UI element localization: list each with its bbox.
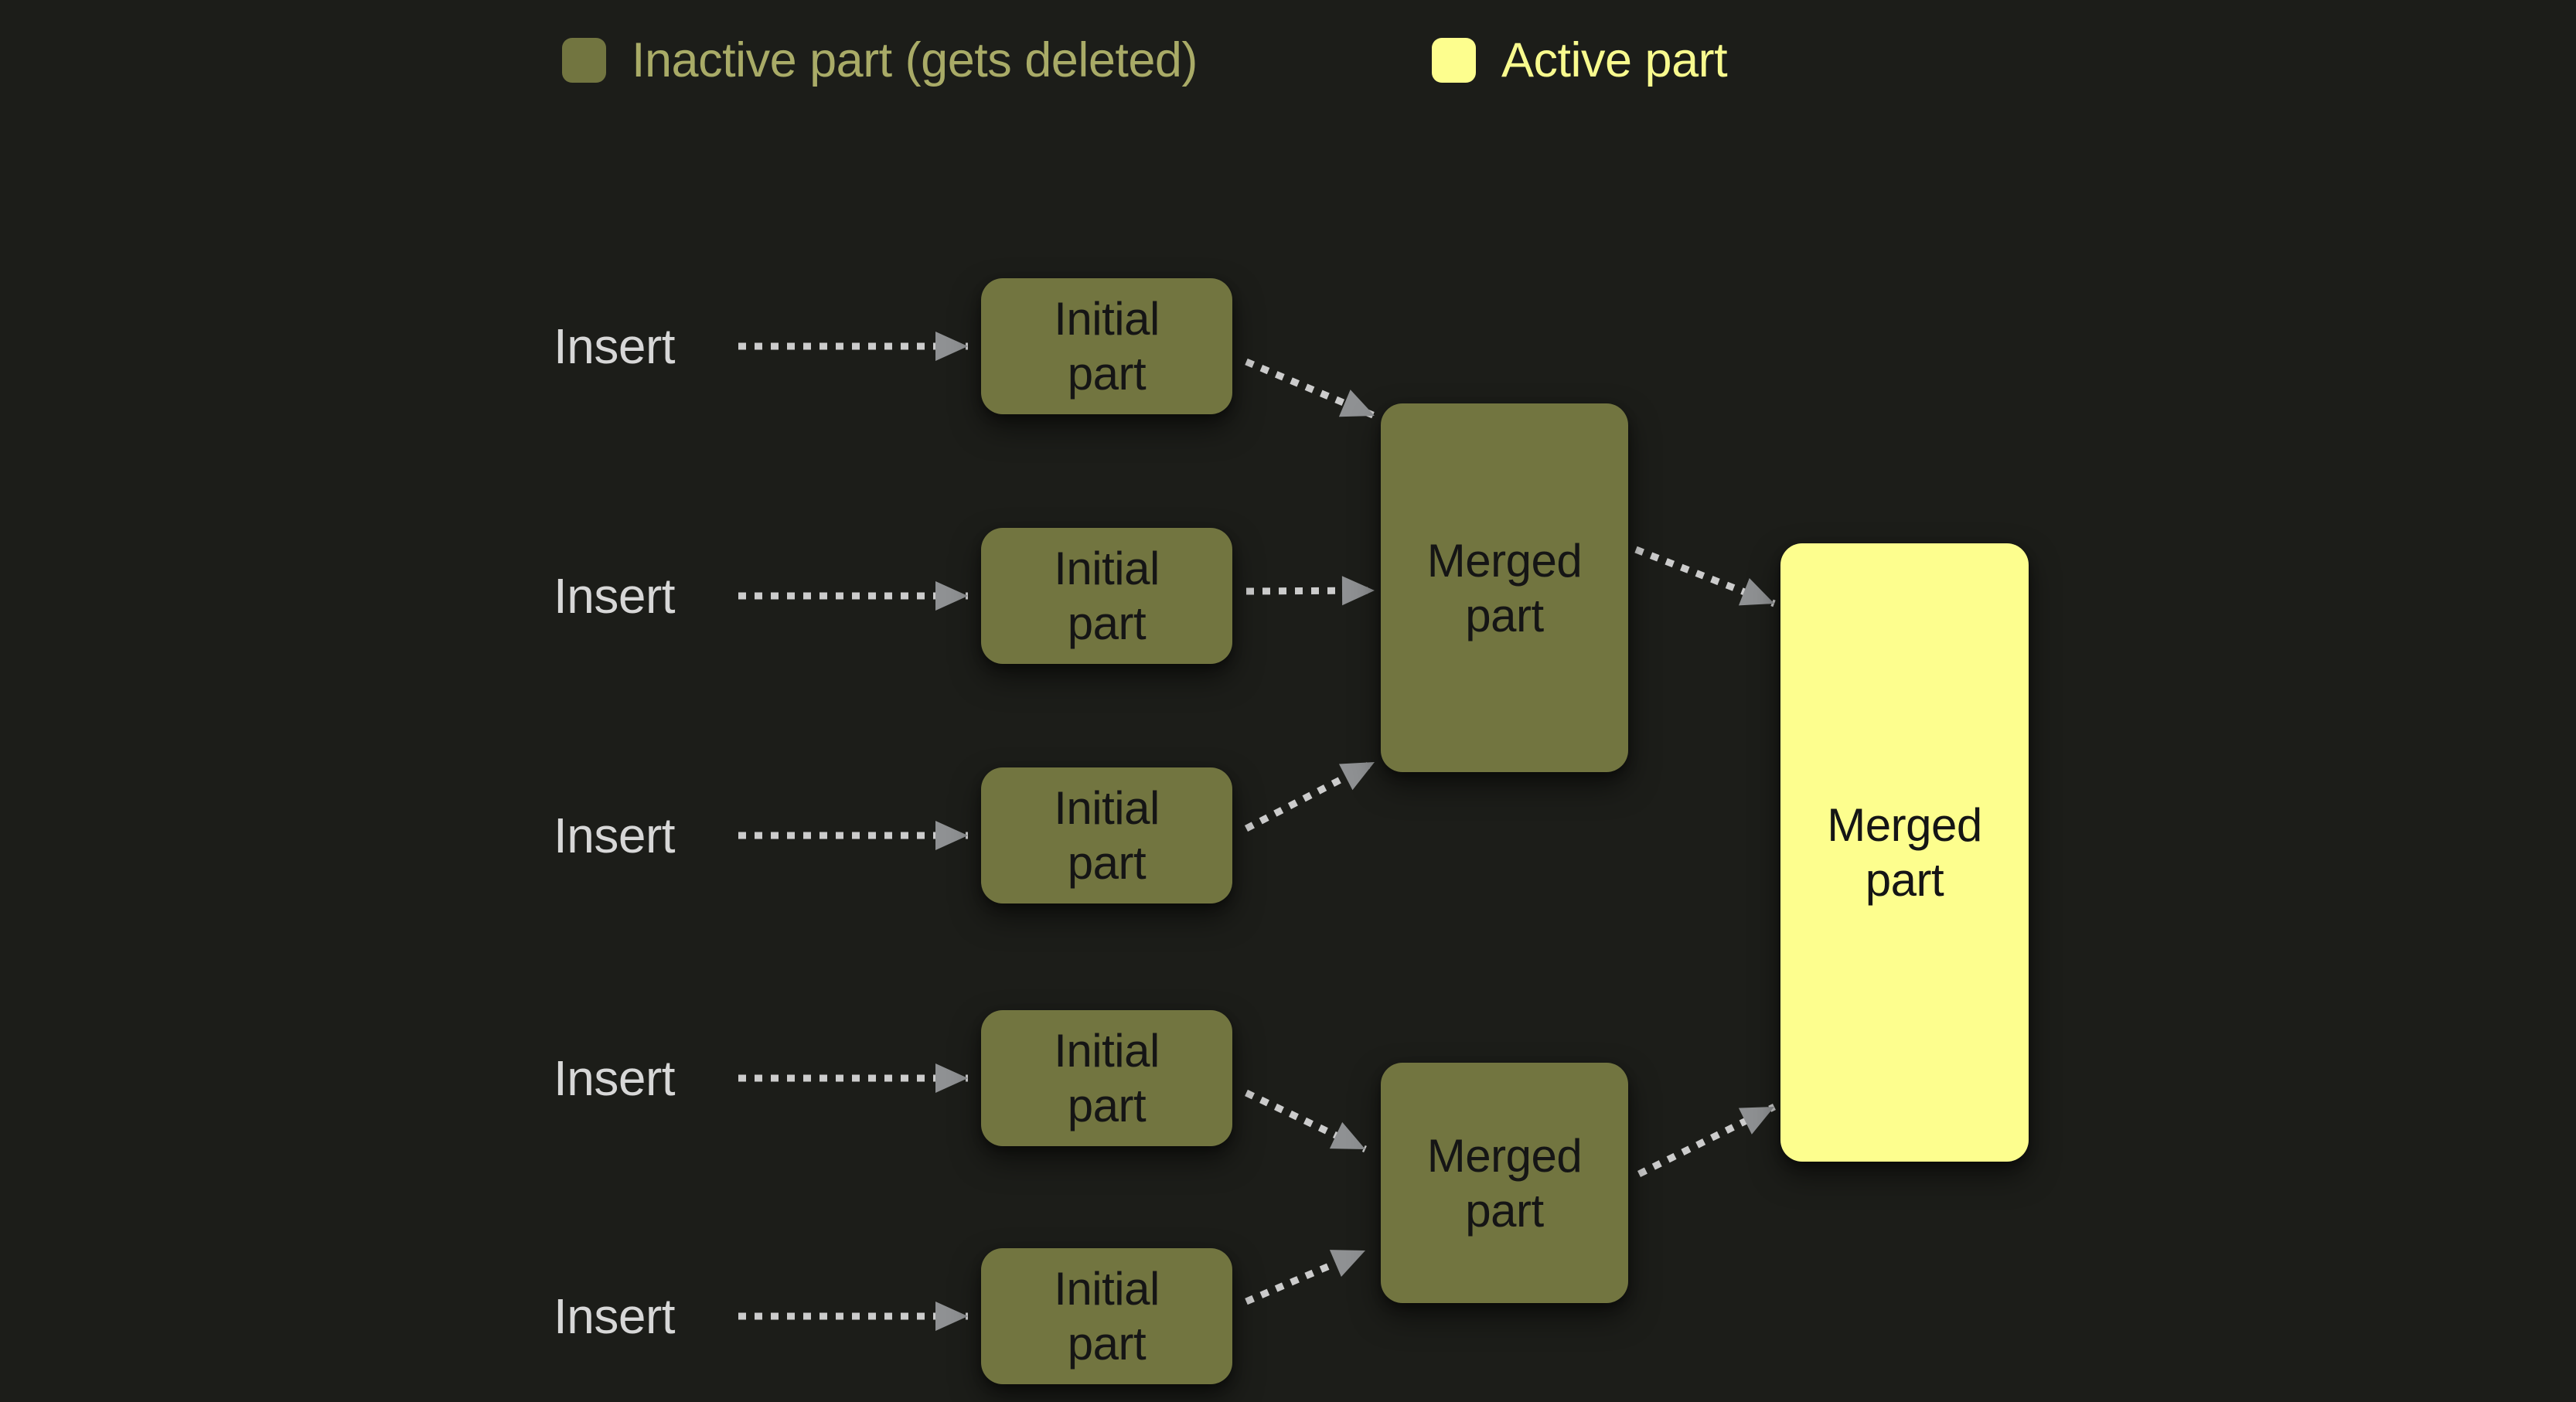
dotted-arrow-initial-2-to-merged-1 — [1245, 576, 1375, 606]
insert-label-2: Insert — [554, 568, 676, 624]
legend-label-active: Active part — [1501, 32, 1728, 87]
dotted-arrow-initial-3-to-merged-1 — [1244, 759, 1377, 832]
node-initial-part-1: Initial part — [981, 278, 1232, 414]
node-initial-part-3: Initial part — [981, 767, 1232, 903]
dotted-arrow-initial-4-to-merged-2 — [1245, 1089, 1367, 1153]
dotted-arrow-merged-2-to-merged-final — [1637, 1103, 1777, 1178]
insert-label-5: Insert — [554, 1288, 676, 1344]
active-part-swatch-icon — [1432, 38, 1476, 83]
dotted-arrow-merged-1-to-merged-final — [1634, 546, 1776, 607]
node-merged-part-final: Merged part — [1780, 543, 2029, 1162]
node-merged-part-2: Merged part — [1381, 1063, 1628, 1303]
insert-label-4: Insert — [554, 1050, 676, 1106]
legend-item-inactive: Inactive part (gets deleted) — [562, 32, 1198, 87]
node-initial-part-5: Initial part — [981, 1248, 1232, 1384]
node-merged-part-1: Merged part — [1381, 403, 1628, 772]
inactive-part-swatch-icon — [562, 38, 606, 83]
legend-item-active: Active part — [1432, 32, 1728, 87]
dotted-arrow-initial-5-to-merged-2 — [1245, 1247, 1367, 1305]
insert-label-1: Insert — [554, 318, 676, 374]
dotted-arrow-initial-1-to-merged-1 — [1245, 358, 1376, 420]
node-initial-part-2: Initial part — [981, 528, 1232, 664]
insert-label-3: Insert — [554, 808, 676, 863]
node-initial-part-4: Initial part — [981, 1010, 1232, 1146]
legend-label-inactive: Inactive part (gets deleted) — [632, 32, 1198, 87]
